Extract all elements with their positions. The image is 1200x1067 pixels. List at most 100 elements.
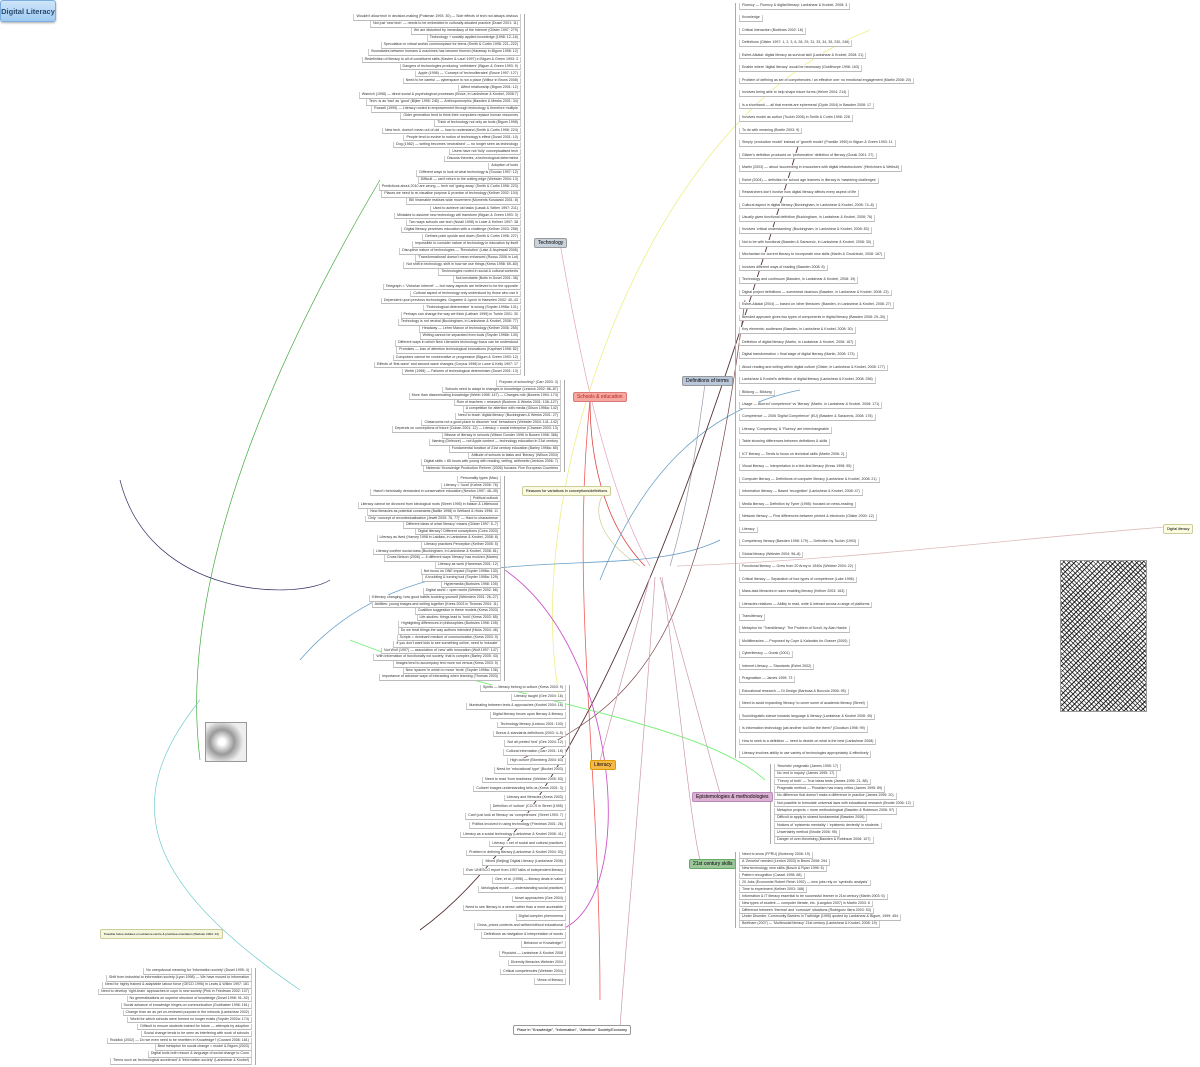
leaf-node[interactable]: Russell (1999) — Literacy rooted in empo…: [371, 106, 521, 113]
leaf-node[interactable]: Simply 'production model' instead of 'gr…: [739, 140, 896, 147]
leaf-node[interactable]: Best metaphor for social change = model …: [154, 1044, 252, 1052]
leaf-node[interactable]: Literacy as work (Haneman 2001: 12): [435, 561, 501, 569]
leaf-node[interactable]: Need for highly trained & adaptable labo…: [101, 981, 252, 989]
leaf-node[interactable]: Under Disorder, Community Barriers in Tr…: [739, 914, 902, 922]
leaf-node[interactable]: Different ways to look at what technolog…: [416, 170, 521, 177]
leaf-node[interactable]: Eshet (2004) — definition for school age…: [739, 177, 880, 185]
leaf-node[interactable]: Time to experiment (Kellner 2003: 168): [739, 886, 808, 894]
leaf-node[interactable]: Two ways schools use tech (Nutall 1998) …: [405, 219, 521, 227]
leaf-node[interactable]: New literacies as potential constraints …: [367, 509, 501, 516]
leaf-node[interactable]: Need to know (FPRU) (Borkenry 2008: 19): [739, 852, 813, 859]
leaf-node[interactable]: Uncertainty method (Brodie 2006: 95): [774, 829, 840, 837]
leaf-node[interactable]: Different ways in which New Literacies t…: [395, 340, 521, 347]
leaf-node[interactable]: Think of technology not only as tools (B…: [434, 120, 521, 127]
leaf-node[interactable]: Notions of 'epistemic mentality' / 'epis…: [774, 822, 882, 830]
leaf-node[interactable]: Headway — Lehrn Manon of technology (Kel…: [419, 326, 521, 333]
leaf-node[interactable]: Ideological model — understanding social…: [478, 886, 566, 894]
leaf-node[interactable]: Difficult to apply to shared fundamental…: [774, 815, 868, 822]
leaf-node[interactable]: Cultural aspect in digital literacy (Buc…: [739, 202, 877, 210]
leaf-node[interactable]: People tend to evolve to notion of techn…: [403, 134, 521, 142]
leaf-node[interactable]: Pattern recognition (Cassel 1998: 68): [739, 872, 805, 880]
leaf-node[interactable]: Depends on conceptions of future (Cuban …: [391, 426, 561, 433]
leaf-node[interactable]: Usage — Blurred 'competence' vs 'literac…: [739, 402, 883, 409]
leaf-node[interactable]: Physicist — Lankshear & Knobel 2008: [498, 950, 566, 958]
leaf-node[interactable]: 'Technological determinism' is wrong (Sn…: [423, 304, 521, 312]
leaf-node[interactable]: If literacy changing, how good habits to…: [368, 594, 501, 602]
leaf-node[interactable]: Images tend to accompany text more not v…: [392, 661, 501, 668]
leaf-node[interactable]: Impossible to consider nature of technol…: [412, 241, 521, 248]
leaf-node[interactable]: Usually gives functional definition (Buc…: [739, 214, 876, 222]
leaf-node[interactable]: Key elements: audiences (Bawden, in Lank…: [739, 327, 856, 334]
leaf-node[interactable]: Critical competencies (Webster 2004): [500, 968, 566, 976]
leaf-node[interactable]: Not just 'new tech' — needs to be embedd…: [370, 21, 521, 28]
leaf-node[interactable]: Bill Vearnable realises wide movement (M…: [406, 198, 521, 206]
leaf-node[interactable]: Internet Literacy — Standards (Eshet 200…: [739, 663, 815, 671]
leaf-node[interactable]: With information of functionally not soc…: [373, 654, 501, 662]
branch-places-society[interactable]: Place in "Knowledge", "Information", "At…: [513, 1025, 632, 1035]
leaf-node[interactable]: Global literacy (Webster 2004: 96–8): [739, 551, 804, 559]
leaf-node[interactable]: Definitions as navigation & interpretati…: [481, 932, 566, 939]
leaf-node[interactable]: Visual literacy — Interpretation in a te…: [739, 464, 855, 471]
branch-technology[interactable]: Technology: [534, 238, 568, 248]
leaf-node[interactable]: Defines point upside and down (Smith & C…: [422, 233, 521, 241]
leaf-node[interactable]: Apple (1998) — 'Concept of 'technolitera…: [415, 70, 521, 78]
leaf-node[interactable]: Multiliteracies — Proposed by Cope & Kal…: [739, 638, 851, 646]
leaf-node[interactable]: A troubling & turning tool (Snyder 1998a…: [422, 575, 501, 582]
leaf-node[interactable]: Literacy cannot be divorced from ideolog…: [357, 502, 501, 510]
branch-epistemologies[interactable]: Epistemologies & methodologies: [692, 792, 773, 802]
leaf-node[interactable]: Not focus on ONE impact (Snyder 1998a: 1…: [420, 568, 501, 576]
leaf-node[interactable]: Information & IT literacy essential to b…: [739, 893, 888, 901]
leaf-node[interactable]: Users have not 'fully' conceptualised te…: [449, 148, 521, 156]
leaf-node[interactable]: Abilities: young images and writing toge…: [371, 601, 501, 609]
leaf-node[interactable]: Fluency — Fluency & digital literacy: La…: [739, 3, 851, 10]
leaf-node[interactable]: Is information technology just another t…: [739, 726, 868, 733]
leaf-node[interactable]: Digital transformation = final stage of …: [739, 352, 858, 359]
leaf-node[interactable]: Tech. is as 'bad' as 'good' (Bijker 1995…: [366, 99, 521, 106]
leaf-node[interactable]: Hypermedia (Burbules 1998: 105): [441, 581, 501, 589]
leaf-node[interactable]: Life-studies: things lead to 'hold' (Kre…: [416, 614, 501, 622]
leaf-node[interactable]: Boundaries between humans & machines has…: [368, 49, 521, 57]
leaf-node[interactable]: Speculation in virtual worlds commonplac…: [380, 42, 521, 49]
leaf-node[interactable]: Involves 'critical understanding' (Bucki…: [739, 227, 872, 235]
leaf-node[interactable]: Martin (2003) — about 'succeeding in enc…: [739, 165, 903, 172]
leaf-node[interactable]: Gilster's definition produced on 'perfor…: [739, 152, 877, 160]
leaf-node[interactable]: No unequivocal meaning for 'Information …: [143, 968, 252, 975]
leaf-node[interactable]: Information literacy — Based 'recognitio…: [739, 489, 863, 496]
leaf-node[interactable]: Literacy = set of social and cultural pr…: [489, 840, 566, 848]
leaf-node[interactable]: Researchers don't involve how digital li…: [739, 190, 860, 197]
leaf-node[interactable]: Problem in defining literacy (Lankshear …: [466, 849, 566, 857]
leaf-node[interactable]: Competence — 2006 'Digital Competence' (…: [739, 414, 876, 422]
leaf-node[interactable]: Can't just look at 'literacy' as 'compet…: [465, 813, 566, 820]
leaf-node[interactable]: 20 Jobs (Economist Robert Reich 1992) — …: [739, 879, 871, 887]
leaf-node[interactable]: ICT literacy — Tends to focus on technic…: [739, 451, 848, 459]
leaf-node[interactable]: To do with meaning (Boelle 2003: 9): [739, 127, 803, 135]
leaf-node[interactable]: Highlighting differences in philosophies…: [398, 621, 501, 628]
leaf-node[interactable]: Mistakes to assume new technology will t…: [394, 212, 521, 220]
leaf-node[interactable]: Writing cannot be separated from tools (…: [419, 333, 521, 340]
leaf-node[interactable]: Discuss theories, a technological determ…: [444, 155, 521, 163]
leaf-node[interactable]: Adoption of tools: [488, 162, 521, 170]
leaf-node[interactable]: Not possible to formulate universal laws…: [774, 800, 914, 808]
leaf-node[interactable]: Pragmatic method — Pluralism has many cr…: [774, 785, 886, 793]
leaf-node[interactable]: Knowledge: [739, 15, 763, 23]
leaf-node[interactable]: Difficult — can't return to the cutting …: [417, 177, 521, 184]
leaf-node[interactable]: Literacy and literacies (Kress 2003): [503, 794, 566, 802]
leaf-node[interactable]: Literacy practices Perception (Kellner 2…: [421, 542, 501, 549]
leaf-node[interactable]: Used to achieve old tasks (Lasak & Selle…: [429, 205, 521, 213]
leaf-node[interactable]: Involves different ways of reading (Bawd…: [739, 264, 828, 272]
leaf-node[interactable]: Danger of over-theorising (Bawden & Robi…: [774, 837, 874, 844]
leaf-node[interactable]: Digital literacy perceives education wit…: [401, 226, 521, 234]
leaf-node[interactable]: Dependent upon previous technologies; Go…: [380, 297, 521, 305]
leaf-node[interactable]: Not Wolf (1997) — association of 'new' w…: [381, 647, 501, 655]
leaf-node[interactable]: Eshet-Alkalai (2004) — based on 'other l…: [739, 302, 895, 309]
leaf-node[interactable]: Schools need to adapt to changes in know…: [442, 386, 561, 394]
leaf-node[interactable]: Educational research — Di Design (Barbos…: [739, 688, 849, 696]
leaf-node[interactable]: Classrooms not a good place to discover …: [421, 419, 561, 427]
leaf-node[interactable]: More than disseminating knowledge (Webb …: [408, 393, 561, 400]
branch-definitions-of-terms[interactable]: Definitions of terms: [682, 376, 733, 386]
leaf-node[interactable]: Illuminating between texts & approaches …: [465, 703, 566, 710]
leaf-node[interactable]: Dangers of technologies producing 'unthi…: [399, 63, 521, 71]
leaf-node[interactable]: Bonus & standards definitions (2003: 4–5…: [493, 730, 566, 738]
leaf-node[interactable]: No difference that doesn't make a differ…: [774, 793, 897, 800]
leaf-node[interactable]: Functional literacy — Grew from 20 Army …: [739, 564, 856, 571]
